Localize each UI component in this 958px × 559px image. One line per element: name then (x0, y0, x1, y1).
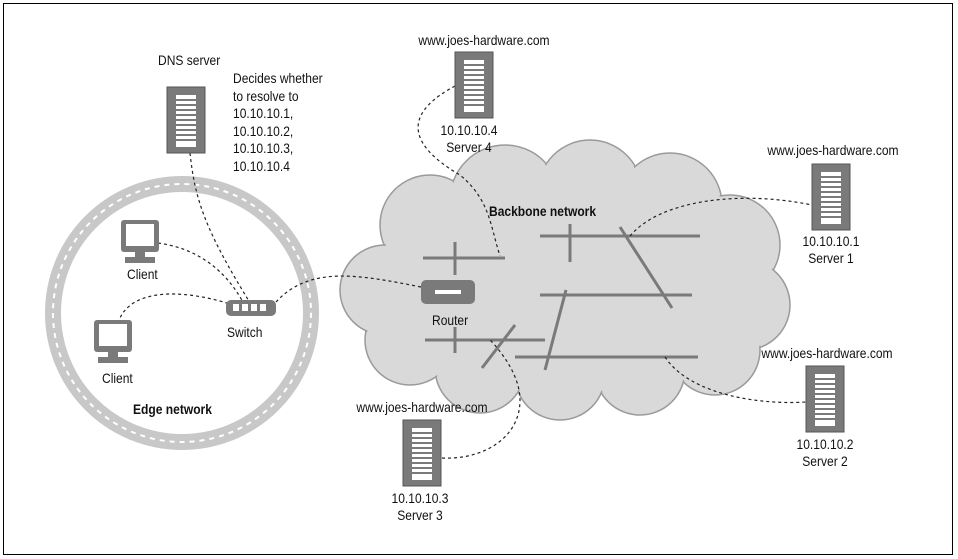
switch-label: Switch (227, 324, 263, 340)
dns-server-icon (166, 86, 206, 154)
diagram-frame (3, 3, 953, 555)
server-1-icon (811, 163, 851, 231)
server-4-hostname: www.joes-hardware.com (418, 32, 550, 48)
dns-server-label: DNS server (158, 52, 221, 68)
dns-note-line-3: 10.10.10.1, (233, 105, 294, 121)
dns-note-line-2: to resolve to (233, 87, 299, 104)
server-2-icon (805, 365, 845, 433)
server-3-name: Server 3 (397, 507, 443, 523)
server-1-name: Server 1 (808, 250, 854, 266)
router-icon (421, 280, 475, 304)
server-3-ip: 10.10.10.3 (391, 490, 449, 506)
dns-note-line-5: 10.10.10.3, (233, 140, 294, 156)
server-4-name: Server 4 (446, 139, 492, 155)
server-3-hostname: www.joes-hardware.com (356, 399, 488, 415)
server-2-ip: 10.10.10.2 (796, 436, 854, 452)
server-2-hostname: www.joes-hardware.com (761, 345, 893, 361)
backbone-cloud (339, 139, 791, 421)
dns-note-line-6: 10.10.10.4 (233, 157, 290, 174)
dotted-connections (117, 85, 813, 459)
server-4-icon (454, 51, 494, 119)
dns-note-line-4: 10.10.10.2, (233, 122, 294, 139)
server-4-ip: 10.10.10.4 (440, 122, 498, 138)
client-bottom-icon (94, 320, 132, 363)
server-3-icon (402, 419, 442, 487)
dns-note-line-1: Decides whether (233, 70, 323, 86)
dns-note: Decides whether to resolve to 10.10.10.1… (233, 70, 323, 175)
server-2-name: Server 2 (802, 453, 848, 469)
client-top-label: Client (127, 266, 158, 282)
edge-network-label: Edge network (133, 401, 212, 417)
switch-icon (226, 300, 276, 316)
client-top-icon (121, 220, 159, 263)
backbone-links (423, 224, 700, 371)
backbone-network-label: Backbone network (489, 203, 597, 219)
router-label: Router (432, 312, 469, 328)
server-1-hostname: www.joes-hardware.com (767, 142, 899, 158)
client-bottom-label: Client (102, 370, 133, 386)
edge-network-ring (45, 176, 319, 450)
server-1-ip: 10.10.10.1 (802, 233, 860, 249)
